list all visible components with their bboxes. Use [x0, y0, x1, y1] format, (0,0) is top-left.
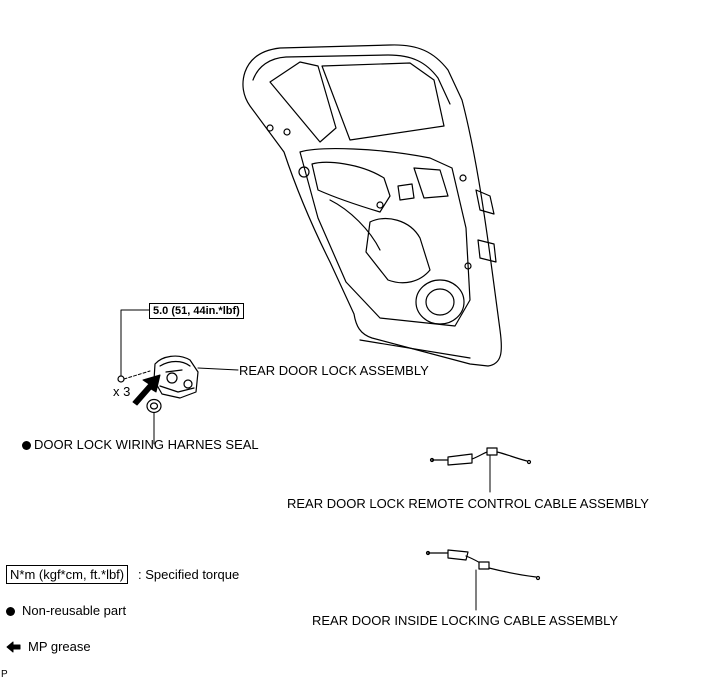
- inside-locking-cable: [425, 549, 541, 611]
- label-remote-control-cable: REAR DOOR LOCK REMOTE CONTROL CABLE ASSE…: [287, 496, 649, 511]
- nonreusable-dot-icon: [22, 441, 31, 451]
- grease-application-arrow-icon: [132, 374, 161, 406]
- label-harness-seal: DOOR LOCK WIRING HARNES SEAL: [22, 437, 259, 452]
- corner-mark: P: [1, 669, 8, 680]
- screw-quantity: x 3: [113, 384, 131, 399]
- legend-left-arrow-icon: [6, 641, 21, 653]
- door-lock-assembly: [153, 355, 199, 399]
- rear-door-panel: [242, 44, 502, 367]
- legend-torque-units: N*m (kgf*cm, ft.*lbf): [6, 565, 129, 584]
- label-rear-door-lock-assembly: REAR DOOR LOCK ASSEMBLY: [239, 363, 429, 378]
- legend-grease-text: MP grease: [28, 639, 91, 654]
- screw-icon: [117, 370, 151, 383]
- legend-torque-desc: : Specified torque: [138, 567, 240, 582]
- harness-seal-text: DOOR LOCK WIRING HARNES SEAL: [34, 437, 259, 452]
- harness-seal-icon: [146, 398, 162, 414]
- legend-nonreusable-dot-icon: [6, 607, 15, 617]
- label-inside-locking-cable: REAR DOOR INSIDE LOCKING CABLE ASSEMBLY: [312, 613, 619, 628]
- remote-control-cable: [429, 447, 532, 493]
- legend-nonreusable-text: Non-reusable part: [22, 603, 127, 618]
- torque-spec-box: 5.0 (51, 44in.*lbf): [149, 303, 244, 319]
- legend-nonreusable: Non-reusable part: [6, 603, 126, 618]
